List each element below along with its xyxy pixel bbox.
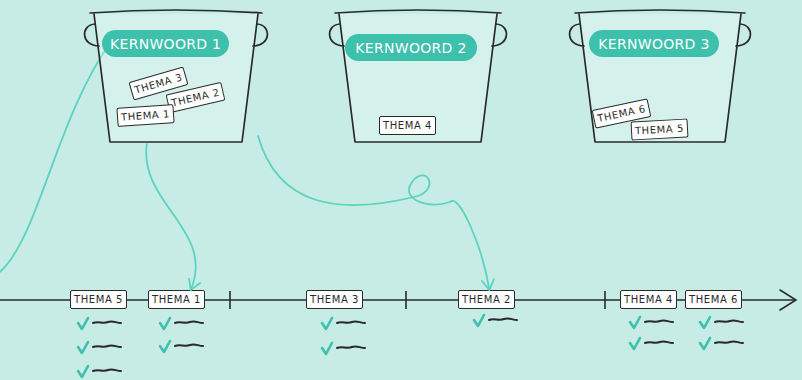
keyword-pill: KERNWOORD 2 — [345, 34, 477, 61]
check-item — [630, 317, 673, 328]
check-item — [322, 343, 365, 354]
check-item — [78, 342, 121, 353]
theme-tag: THEMA 2 — [458, 290, 515, 309]
theme-label: THEMA 1 — [121, 108, 171, 122]
check-item — [630, 338, 673, 349]
theme-label: THEMA 5 — [635, 123, 685, 137]
theme-tag: THEMA 4 — [379, 116, 436, 135]
timeline-tick — [405, 291, 407, 309]
theme-label: THEMA 4 — [383, 120, 432, 131]
check-item — [78, 366, 121, 377]
check-item — [160, 318, 203, 329]
theme-label: THEMA 2 — [462, 294, 511, 305]
theme-tag: THEMA 1 — [148, 290, 205, 309]
theme-label: THEMA 1 — [152, 294, 201, 305]
pot-container: KERNWOORD 1THEMA 3THEMA 2THEMA 1 — [90, 8, 262, 144]
theme-tag: THEMA 6 — [685, 290, 742, 309]
check-item — [160, 341, 203, 352]
timeline-tick — [229, 291, 231, 309]
check-item — [700, 317, 743, 328]
pot-container: KERNWOORD 2 THEMA 4 — [335, 8, 501, 144]
pot-container: KERNWOORD 3THEMA 6THEMA 5 — [575, 8, 745, 144]
theme-tag: THEMA 4 — [620, 290, 677, 309]
theme-tag: THEMA 1 — [116, 104, 174, 127]
check-item — [322, 318, 365, 329]
leader-arrow — [0, 40, 112, 272]
theme-tag: THEMA 5 — [70, 290, 127, 309]
theme-label: THEMA 6 — [689, 294, 738, 305]
keyword-pill: KERNWOORD 3 — [589, 30, 719, 57]
theme-tag: THEMA 3 — [306, 290, 363, 309]
check-item — [474, 315, 517, 326]
theme-label: THEMA 3 — [310, 294, 359, 305]
flow-arrow — [258, 136, 489, 290]
keyword-pill: KERNWOORD 1 — [102, 30, 229, 57]
theme-tag: THEMA 5 — [631, 119, 689, 141]
check-item — [78, 318, 121, 329]
theme-label: THEMA 5 — [74, 294, 123, 305]
flow-arrow — [146, 144, 196, 290]
theme-label: THEMA 4 — [624, 294, 673, 305]
timeline-tick — [604, 291, 606, 309]
check-item — [700, 338, 743, 349]
